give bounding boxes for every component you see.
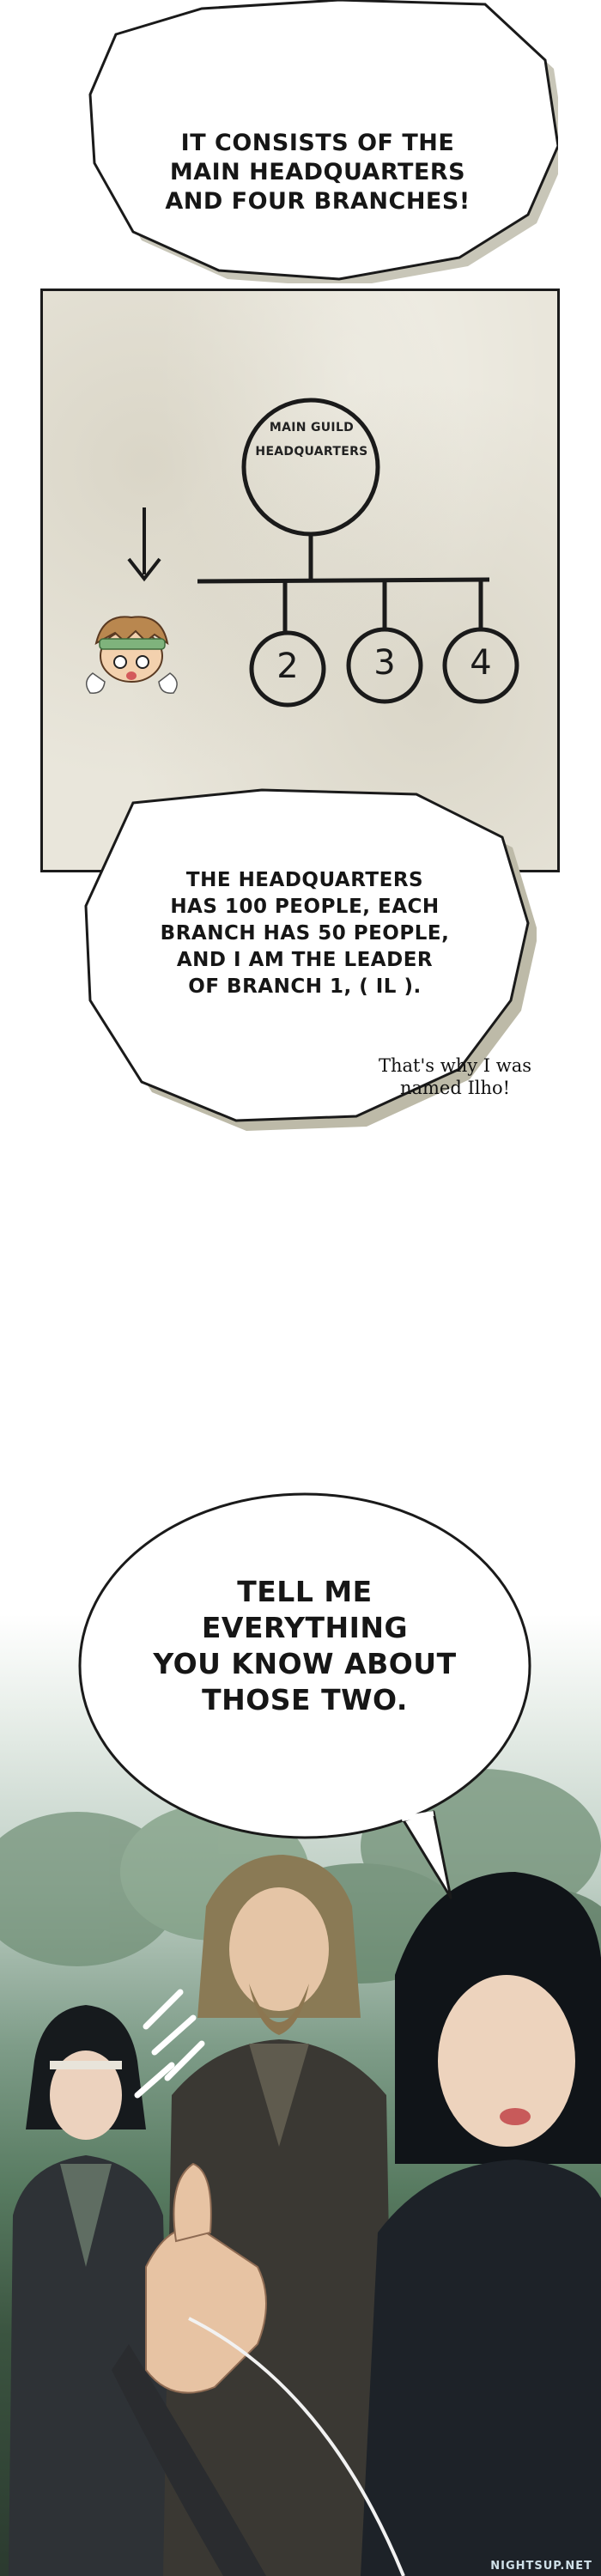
thumbs-up-hand bbox=[112, 2162, 267, 2576]
site-watermark: NIGHTSUP.NET bbox=[490, 2560, 592, 2573]
org-chart-panel: MAIN GUILD HEADQUARTERS 2 3 4 bbox=[40, 289, 560, 872]
org-chart-drawing bbox=[85, 398, 519, 708]
middle-bubble-text: THE HEADQUARTERS HAS 100 PEOPLE, EACH BR… bbox=[160, 869, 450, 998]
bottom-bubble-text: TELL ME EVERYTHING YOU KNOW ABOUT THOSE … bbox=[153, 1575, 457, 1716]
middle-speech-bubble bbox=[84, 788, 537, 1131]
right-character bbox=[361, 1872, 601, 2576]
left-character bbox=[9, 2005, 172, 2576]
bottom-speech-bubble bbox=[78, 1492, 531, 1899]
chibi-character-icon bbox=[85, 616, 178, 694]
branch-number-2: 2 bbox=[276, 647, 299, 686]
aside-note: That's why I was named Ilho! bbox=[379, 1055, 531, 1098]
headquarters-label: MAIN GUILD HEADQUARTERS bbox=[255, 421, 368, 459]
branch-number-4: 4 bbox=[470, 643, 492, 683]
down-arrow-icon bbox=[127, 507, 161, 582]
top-speech-bubble bbox=[88, 0, 558, 283]
top-bubble-text: IT CONSISTS OF THE MAIN HEADQUARTERS AND… bbox=[165, 130, 470, 215]
elder-character bbox=[163, 1855, 395, 2576]
branch-number-3: 3 bbox=[373, 643, 396, 683]
sound-effect-mark bbox=[134, 1989, 205, 2099]
